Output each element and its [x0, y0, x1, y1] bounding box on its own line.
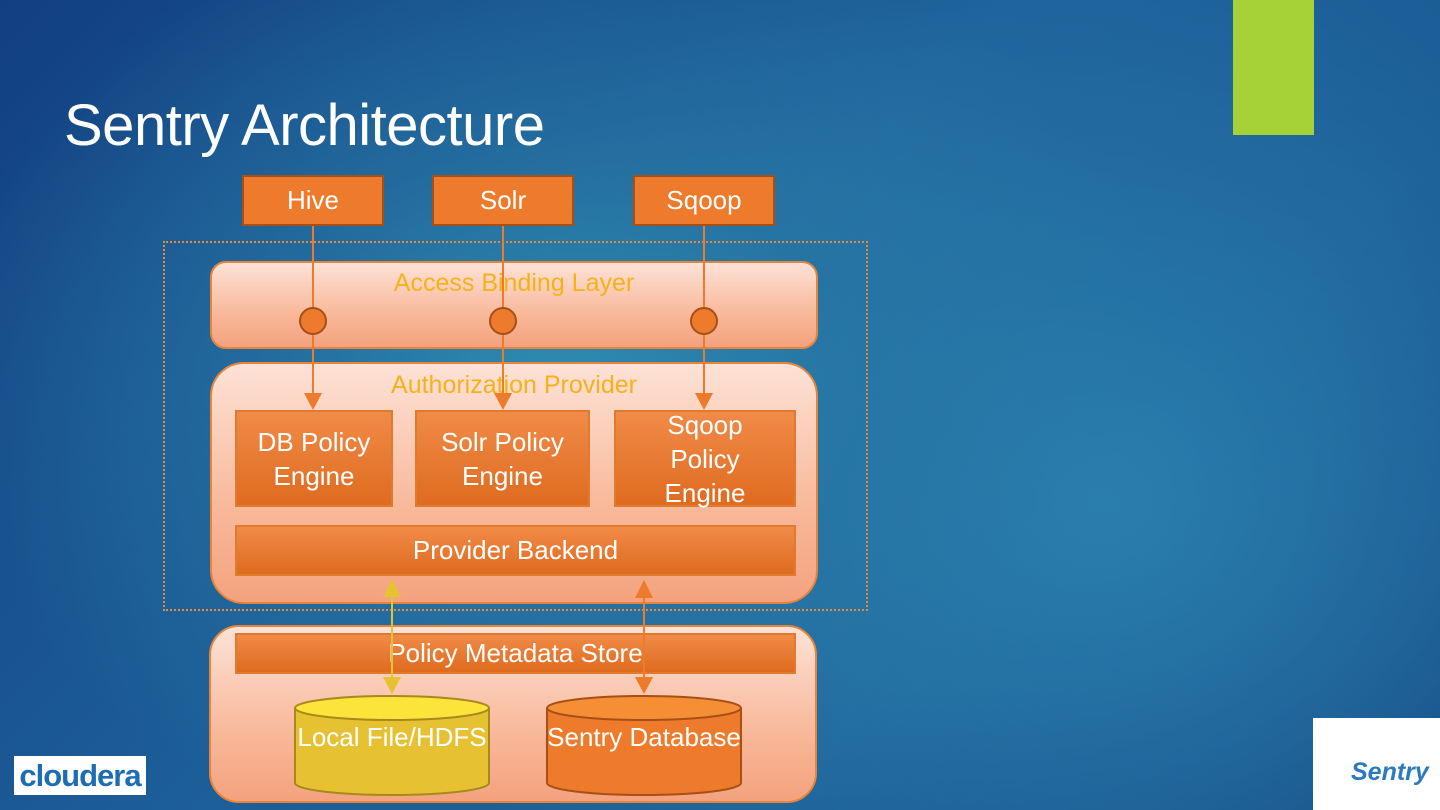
sentry-logo-text: Sentry	[1351, 758, 1429, 786]
access-binding-layer-label: Access Binding Layer	[393, 269, 635, 297]
authorization-provider-label: Authorization Provider	[391, 371, 637, 399]
binding-node-hive	[299, 307, 327, 335]
solr-policy-engine: Solr Policy Engine	[415, 410, 590, 507]
accent-bar	[1233, 0, 1314, 135]
binding-node-solr	[489, 307, 517, 335]
sentry-boundary-frame	[163, 241, 868, 611]
slide-title: Sentry Architecture	[64, 93, 545, 158]
local-file-label: Local File/HDFS	[297, 722, 487, 752]
policy-metadata-store: Policy Metadata Store	[235, 633, 796, 674]
sqoop-policy-engine: Sqoop Policy Engine	[614, 410, 796, 508]
client-box-hive: Hive	[242, 175, 384, 226]
client-box-solr: Solr	[432, 175, 574, 226]
sentry-database-label: Sentry Database	[547, 722, 741, 752]
provider-backend: Provider Backend	[235, 525, 796, 576]
client-box-sqoop: Sqoop	[633, 175, 775, 226]
access-binding-layer-panel: Access Binding Layer	[210, 261, 818, 349]
binding-node-sqoop	[690, 307, 718, 335]
db-policy-engine: DB Policy Engine	[235, 410, 393, 507]
cloudera-logo: cloudera	[14, 756, 146, 795]
sentry-logo: Sentry	[1313, 718, 1440, 810]
cloudera-logo-text: cloudera	[19, 757, 141, 793]
